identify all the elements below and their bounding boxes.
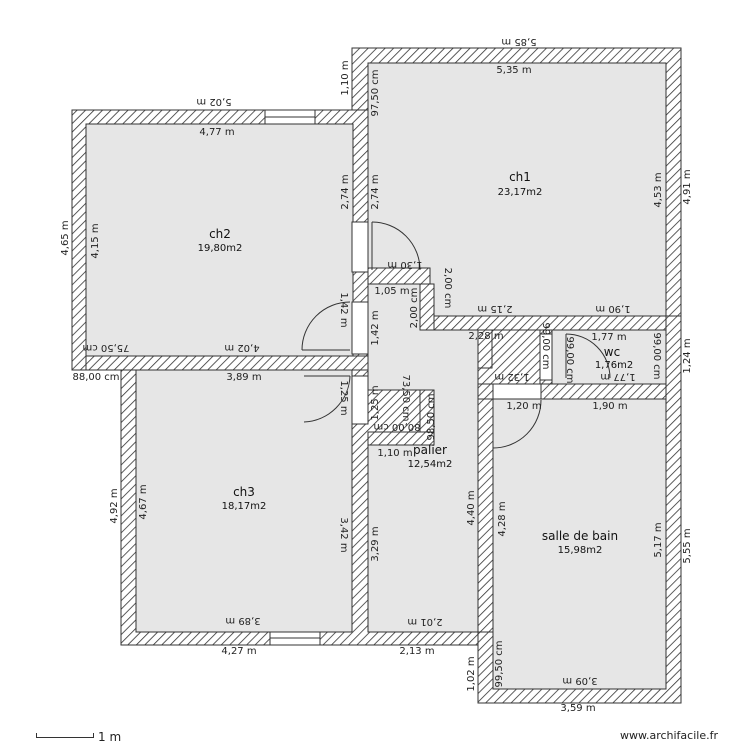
- floor-ch3: [135, 369, 353, 633]
- door-gap-ch3: [351, 375, 369, 425]
- dim-label: 1,24 m: [682, 338, 693, 373]
- room-name-sdb: salle de bain: [542, 529, 618, 543]
- dim-label: 1,10 m: [340, 60, 351, 95]
- dim-label: 2,00 cm: [442, 268, 453, 309]
- dim-label: 1,30 m: [387, 259, 422, 270]
- dim-label: 4,27 m: [221, 646, 256, 657]
- dim-label: 4,92 m: [109, 488, 120, 523]
- dim-label: 5,02 m: [196, 96, 231, 107]
- room-area-ch2: 19,80m2: [198, 243, 243, 254]
- wall-ch2-ch3: [85, 355, 369, 371]
- dim-label: 88,00 cm: [72, 372, 119, 383]
- dim-label: 1,77 m: [600, 371, 635, 382]
- door-gap-ch1: [351, 221, 369, 273]
- room-area-palier: 12,54m2: [408, 459, 453, 470]
- dim-label: 75,50 cm: [82, 342, 129, 353]
- door-gap-ch2: [351, 301, 369, 355]
- dim-label: 1,25 m: [338, 380, 349, 415]
- doors: [301, 221, 611, 449]
- dim-label: 3,89 m: [225, 615, 260, 626]
- windows: [264, 109, 321, 646]
- room-name-palier: palier: [413, 443, 447, 457]
- dim-label: 73,50 cm: [400, 374, 411, 421]
- dim-label: 1,77 m: [591, 332, 626, 343]
- door-swing-ch2: [301, 301, 351, 351]
- dim-label: 1,42 m: [338, 292, 349, 327]
- door-gap-wc: [539, 333, 553, 381]
- dim-label: 5,35 m: [496, 65, 531, 76]
- room-name-ch1: ch1: [509, 170, 531, 184]
- dim-label: 1,20 m: [506, 401, 541, 412]
- dim-label: 97,50 cm: [370, 69, 381, 116]
- dim-label: 3,59 m: [560, 703, 595, 714]
- room-area-ch1: 23,17m2: [498, 187, 543, 198]
- floors: [85, 62, 667, 690]
- dim-label: 99,00 cm: [564, 336, 575, 383]
- door-swing-sdb: [492, 399, 542, 449]
- room-area-ch3: 18,17m2: [222, 501, 267, 512]
- dim-label: 2,01 m: [407, 616, 442, 627]
- dim-label: 1,25 m: [370, 385, 381, 420]
- dim-label: 1,42 m: [370, 310, 381, 345]
- dim-label: 5,85 m: [501, 36, 536, 47]
- floor-ch2: [85, 123, 354, 357]
- wall-palier-ch1-b: [419, 283, 435, 331]
- door-gap-sdb: [492, 383, 542, 400]
- dim-label: 3,89 m: [226, 372, 261, 383]
- dim-label: 3,42 m: [338, 517, 349, 552]
- room-labels: ch1 23,17m2 ch2 19,80m2 ch3 18,17m2 wc 1…: [198, 170, 634, 556]
- room-name-ch2: ch2: [209, 227, 231, 241]
- dim-label: 1,90 m: [592, 401, 627, 412]
- dim-label: 4,53 m: [653, 172, 664, 207]
- dim-label: 2,13 m: [399, 646, 434, 657]
- dim-label: 4,28 m: [497, 501, 508, 536]
- dim-label: 2,74 m: [340, 174, 351, 209]
- dim-label: 5,17 m: [653, 522, 664, 557]
- dim-label: 4,77 m: [199, 127, 234, 138]
- dim-label: 4,67 m: [138, 484, 149, 519]
- dim-label: 2,28 m: [468, 331, 503, 342]
- room-area-sdb: 15,98m2: [558, 545, 603, 556]
- dim-label: 2,74 m: [370, 174, 381, 209]
- dim-label: 99,00 cm: [540, 322, 551, 369]
- dim-label: 99,00 cm: [651, 332, 662, 379]
- dim-label: 1,05 m: [374, 286, 409, 297]
- dim-label: 4,15 m: [90, 223, 101, 258]
- dim-label: 80,00 cm: [373, 421, 420, 432]
- dim-label: 3,29 m: [370, 526, 381, 561]
- wall-palier-ch1: [367, 267, 431, 285]
- dim-label: 1,32 m: [494, 371, 529, 382]
- dim-label: 4,02 m: [224, 342, 259, 353]
- floor-sdb: [492, 398, 667, 690]
- dim-label: 5,55 m: [682, 528, 693, 563]
- credit-link[interactable]: www.archifacile.fr: [619, 729, 718, 742]
- dim-label: 1,02 m: [466, 656, 477, 691]
- dim-label: 1,10 m: [377, 448, 412, 459]
- dim-label: 1,90 m: [595, 303, 630, 314]
- dim-label: 2,00 cm: [409, 288, 420, 329]
- room-area-wc: 1,76m2: [595, 360, 633, 371]
- dim-label: 99,50 cm: [494, 640, 505, 687]
- dimension-labels: 5,85 m 5,35 m 1,10 m 97,50 cm 5,02 m 4,7…: [60, 36, 693, 714]
- dim-label: 98,50 cm: [426, 393, 437, 440]
- wall-palier-stub-b: [367, 431, 435, 446]
- dim-label: 4,91 m: [682, 169, 693, 204]
- door-swing-wc: [565, 333, 611, 379]
- dim-label: 4,65 m: [60, 220, 71, 255]
- scale-bar: [36, 733, 94, 738]
- scale-label: 1 m: [98, 730, 122, 744]
- room-name-wc: wc: [604, 345, 620, 359]
- door-swing-ch3: [303, 375, 351, 423]
- dim-label: 2,15 m: [477, 303, 512, 314]
- room-name-ch3: ch3: [233, 485, 255, 499]
- wall-sdb-left: [477, 398, 494, 633]
- dim-label: 3,09 m: [562, 675, 597, 686]
- door-swing-ch1: [371, 221, 421, 271]
- dim-label: 4,40 m: [466, 490, 477, 525]
